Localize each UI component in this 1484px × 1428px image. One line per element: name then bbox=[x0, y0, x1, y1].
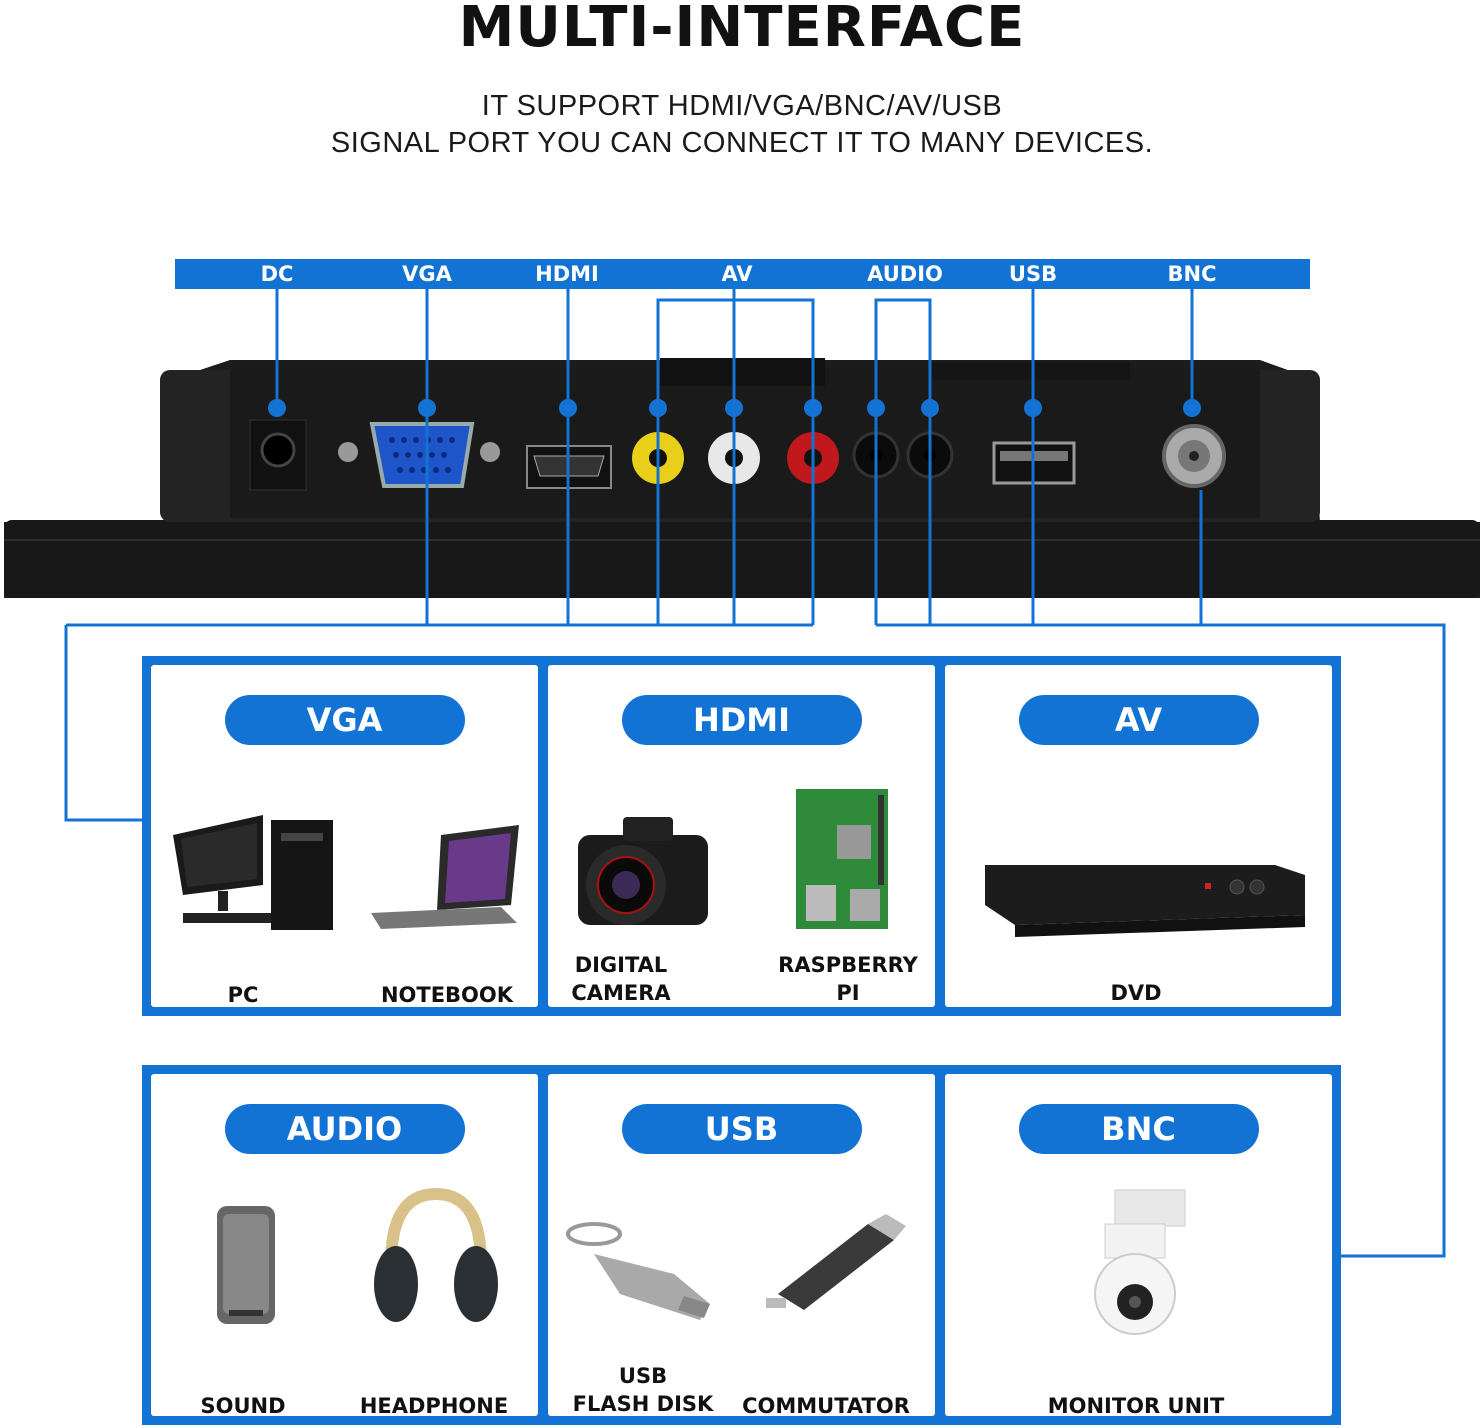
headphone-icon bbox=[374, 1187, 498, 1322]
panel-audio-label: AUDIO bbox=[224, 1104, 465, 1154]
device-headphone: HEADPHONE bbox=[359, 1394, 509, 1418]
panel-av-label: AV bbox=[1018, 695, 1259, 745]
port-label-hdmi: HDMI bbox=[535, 262, 599, 286]
page-title: MULTI-INTERFACE bbox=[458, 0, 1026, 60]
bnc-port bbox=[1162, 424, 1226, 488]
port-label-usb: USB bbox=[1008, 262, 1058, 286]
device-dvd: DVD bbox=[1110, 981, 1162, 1005]
subtitle-line-2: SIGNAL PORT YOU CAN CONNECT IT TO MANY D… bbox=[330, 127, 1154, 159]
pc-icon bbox=[173, 815, 333, 930]
port-label-bnc: BNC bbox=[1167, 262, 1217, 286]
speaker-icon bbox=[217, 1206, 275, 1324]
dome-camera-icon bbox=[1094, 1189, 1186, 1335]
card-reader-icon bbox=[766, 1214, 906, 1310]
device-commutator: COMMUTATOR bbox=[742, 1394, 910, 1418]
panel-usb-label: USB bbox=[621, 1104, 862, 1154]
panel-bnc-label: BNC bbox=[1018, 1104, 1259, 1154]
device-sound: SOUND bbox=[200, 1394, 286, 1418]
port-dots bbox=[268, 399, 1201, 417]
device-pc: PC bbox=[227, 983, 259, 1007]
panel-av: AV DVD bbox=[945, 665, 1332, 1007]
notebook-icon bbox=[371, 825, 519, 929]
port-label-dc: DC bbox=[260, 262, 294, 286]
raspberry-pi-icon bbox=[796, 789, 888, 929]
dc-port bbox=[249, 419, 307, 491]
panel-row-top: VGA PC NOTEBOOK HDMI bbox=[142, 656, 1341, 1016]
device-notebook: NOTEBOOK bbox=[380, 983, 514, 1007]
panel-vga-label: VGA bbox=[224, 695, 465, 745]
port-label-av: AV bbox=[721, 262, 753, 286]
vga-port bbox=[338, 422, 500, 488]
port-label-bar bbox=[175, 259, 1310, 289]
device-monitor-unit: MONITOR UNIT bbox=[1047, 1394, 1225, 1418]
usb-flash-disk-icon bbox=[566, 1222, 710, 1320]
panel-audio: AUDIO SOUND HEADPHONE bbox=[151, 1074, 538, 1418]
port-label-audio: AUDIO bbox=[867, 262, 943, 286]
dvd-player-icon bbox=[985, 865, 1305, 937]
panel-vga: VGA PC NOTEBOOK bbox=[151, 665, 538, 1007]
connector-lines bbox=[64, 289, 1446, 1258]
panel-bnc: BNC MONITOR UNIT bbox=[945, 1074, 1332, 1418]
port-label-vga: VGA bbox=[402, 262, 452, 286]
panel-hdmi-label: HDMI bbox=[621, 695, 862, 745]
camera-icon bbox=[578, 817, 708, 925]
subtitle-line-1: IT SUPPORT HDMI/VGA/BNC/AV/USB bbox=[481, 90, 1003, 122]
